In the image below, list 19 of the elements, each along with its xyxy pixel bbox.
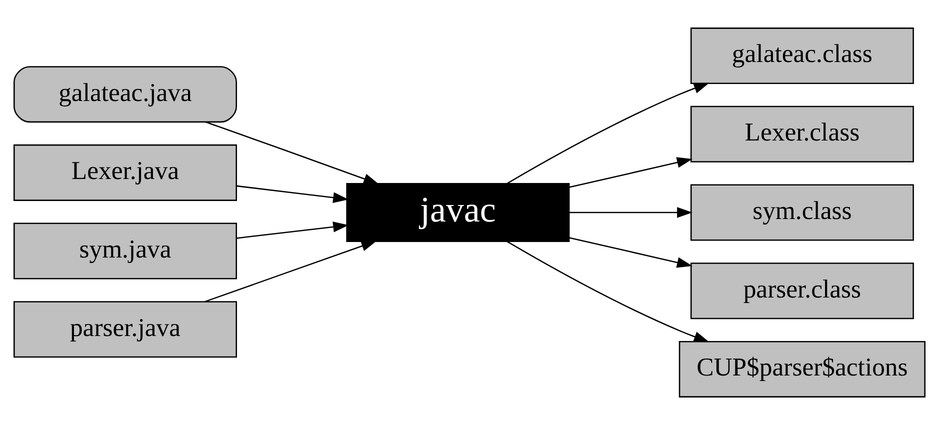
arrow — [236, 222, 348, 239]
node-box: sym.java — [13, 222, 236, 280]
node-box: Lexer.java — [13, 144, 236, 201]
node-box: CUP$parser$actions — [678, 340, 925, 398]
node-box: Lexer.class — [690, 106, 914, 162]
arrow — [506, 240, 709, 342]
node-box: galateac.class — [690, 28, 914, 84]
node-box: parser.class — [690, 262, 914, 320]
arrow — [568, 237, 692, 268]
arrow — [205, 121, 378, 184]
arrow — [568, 157, 692, 188]
arrow — [568, 207, 692, 218]
node-box: sym.class — [690, 184, 914, 241]
node-box: galateac.java — [13, 66, 236, 123]
node-box: parser.java — [13, 301, 236, 358]
arrow — [204, 240, 376, 302]
node-box: javac — [346, 182, 570, 242]
arrow — [236, 185, 348, 203]
arrow — [506, 82, 709, 184]
